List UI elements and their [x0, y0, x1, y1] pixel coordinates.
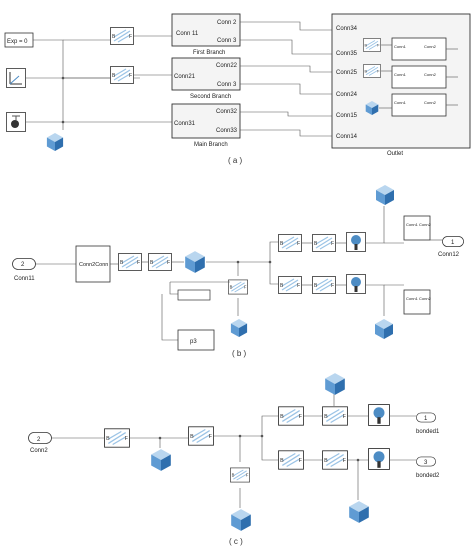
port-label: Conn33 — [216, 128, 238, 134]
goto-tag: p3 — [190, 339, 197, 345]
subsystem-label: Main Branch — [194, 142, 228, 148]
subsystem-main-branch[interactable]: Conn31 Conn32 Conn33 Main Branch — [171, 103, 241, 148]
port-label: Conn 2 — [217, 20, 237, 26]
transform-c3-icon[interactable] — [230, 467, 250, 483]
sensor-c2-icon[interactable] — [368, 448, 390, 470]
inport-label: Conn11 — [14, 276, 35, 282]
inport-c-label: Conn2 — [30, 448, 48, 454]
solid-block-icon[interactable] — [46, 133, 64, 151]
transform-c2-icon[interactable] — [188, 426, 214, 446]
subsystem-first-branch[interactable]: Conn 11 Conn 2 Conn 3 First Branch — [171, 13, 241, 56]
port-label: Conn22 — [216, 63, 238, 69]
transform-b2-icon[interactable] — [148, 252, 172, 272]
transform-b3-icon[interactable] — [228, 279, 248, 295]
port-label: Conn 11 — [176, 31, 199, 37]
outport-c2-label: bonded2 — [416, 473, 440, 479]
inner-port-label: Conn1 — [394, 72, 407, 77]
solid-b2-icon[interactable] — [230, 319, 248, 337]
panel-b: 2 Conn11 Conn2Conn p3 — [12, 185, 464, 358]
outport-number: 1 — [451, 240, 455, 246]
box-port-label: Conn2 — [419, 296, 432, 301]
from-block[interactable] — [177, 329, 215, 351]
transform-c7-icon[interactable] — [322, 450, 348, 470]
inner-port-label: Conn1 — [394, 44, 407, 49]
solid-c2-icon[interactable] — [231, 509, 251, 531]
outport-label: Conn12 — [438, 252, 460, 258]
outlet-transform-1-icon — [363, 38, 381, 52]
inner-port-label: Conn2 — [424, 72, 437, 77]
converter-block[interactable] — [75, 245, 111, 283]
inner-port-label: Conn2 — [424, 100, 437, 105]
world-frame-icon[interactable] — [6, 112, 26, 132]
port-label: Conn21 — [174, 74, 196, 80]
transform-c5-icon[interactable] — [322, 406, 348, 426]
transform-b1-icon[interactable] — [118, 252, 142, 272]
port-label: Conn34 — [336, 26, 358, 32]
caption-b: ( b ) — [232, 349, 247, 358]
transform-block-2-icon[interactable] — [110, 66, 134, 84]
panel-a: Exp = 0 Conn 11 Conn 2 Conn 3 First Bran… — [4, 13, 471, 165]
connector-box-top[interactable] — [403, 215, 431, 241]
transform-block-1-icon[interactable] — [110, 27, 134, 45]
outport-c2-number: 3 — [424, 460, 428, 466]
subsystem-second-branch[interactable]: Conn21 Conn22 Conn 3 Second Branch — [171, 57, 241, 100]
transform-c6-icon[interactable] — [278, 450, 304, 470]
box-port-label: Conn1 — [406, 296, 419, 301]
converter-label: Conn2Conn — [79, 262, 108, 268]
subsystem-outlet[interactable]: Conn34 Conn35 Conn25 Conn24 Conn15 Conn1… — [331, 13, 471, 149]
port-label: Conn14 — [336, 134, 358, 140]
subsystem-label: First Branch — [193, 50, 225, 56]
sensor-c1-icon[interactable] — [368, 404, 390, 426]
transform-b6-icon[interactable] — [278, 276, 302, 294]
port-label: Conn35 — [336, 51, 358, 57]
transform-b5-icon[interactable] — [312, 234, 336, 252]
port-label: Conn 3 — [217, 82, 237, 88]
port-label: Conn24 — [336, 92, 358, 98]
goto-block[interactable] — [177, 289, 211, 301]
port-label: Conn25 — [336, 70, 358, 76]
inport-number: 2 — [21, 262, 25, 268]
constant-label: Exp = 0 — [7, 39, 28, 45]
box-port-label: Conn1 — [406, 222, 419, 227]
solid-b-icon[interactable] — [185, 251, 205, 273]
port-label: Conn31 — [174, 121, 196, 127]
transform-b4-icon[interactable] — [278, 234, 302, 252]
caption-c: ( c ) — [229, 537, 243, 546]
solid-b3-icon[interactable] — [376, 185, 394, 205]
inner-port-label: Conn1 — [394, 100, 407, 105]
solid-c3-icon[interactable] — [325, 373, 345, 395]
box-port-label: Conn2 — [419, 222, 432, 227]
connector-box-bottom[interactable] — [403, 289, 431, 315]
sensor-b2-icon[interactable] — [346, 274, 366, 294]
transform-c1-icon[interactable] — [104, 428, 130, 448]
port-label: Conn32 — [216, 109, 238, 115]
solid-c1-icon[interactable] — [151, 449, 171, 471]
port-label: Conn 3 — [217, 38, 237, 44]
sensor-b1-icon[interactable] — [346, 232, 366, 252]
panel-c: 2 Conn2 1 bo — [28, 373, 440, 546]
outlet-transform-2-icon — [363, 64, 381, 78]
subsystem-label: Outlet — [387, 151, 403, 157]
solid-b4-icon[interactable] — [375, 319, 393, 339]
subsystem-label: Second Branch — [190, 94, 231, 100]
transform-c4-icon[interactable] — [278, 406, 304, 426]
transform-b7-icon[interactable] — [312, 276, 336, 294]
transform-axes-icon[interactable] — [6, 68, 26, 88]
solid-c4-icon[interactable] — [349, 501, 369, 523]
outport-c1-number: 1 — [424, 416, 428, 422]
caption-a: ( a ) — [228, 156, 243, 165]
inport-c-number: 2 — [37, 437, 41, 443]
inner-port-label: Conn2 — [424, 44, 437, 49]
outport-c1-label: bonded1 — [416, 429, 440, 435]
port-label: Conn15 — [336, 113, 358, 119]
